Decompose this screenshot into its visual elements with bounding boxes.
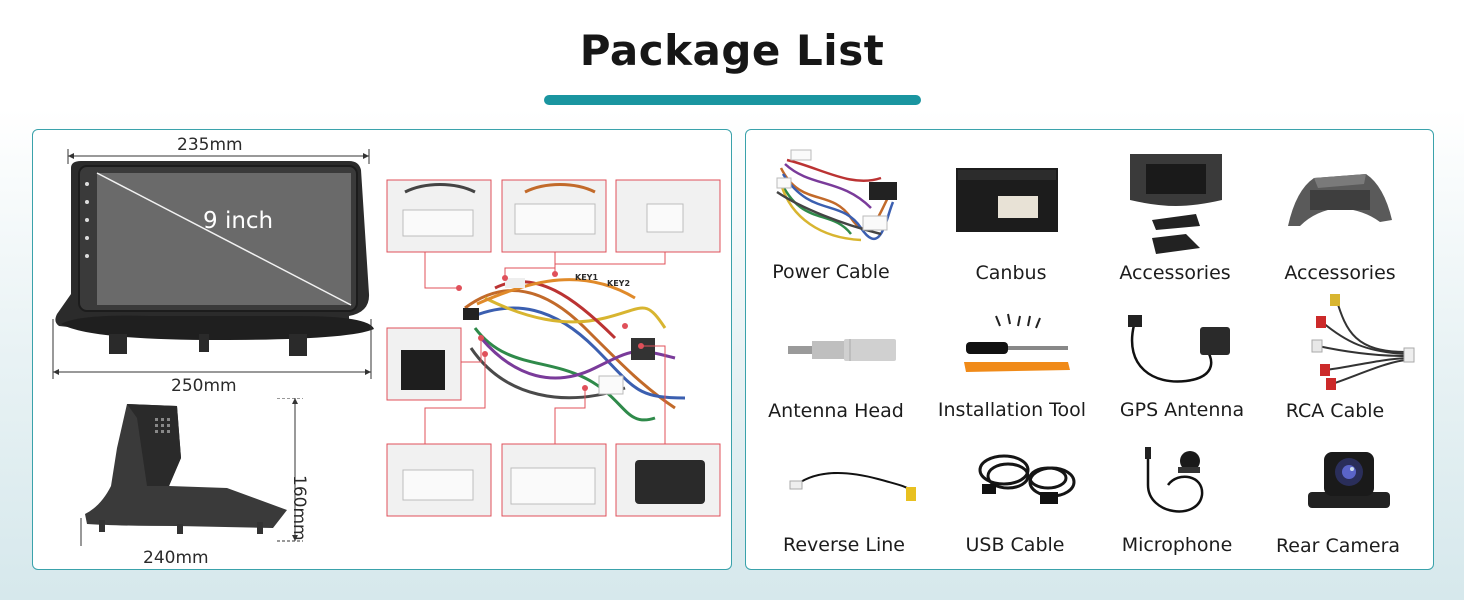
reverse-line-icon (788, 465, 918, 505)
item-label-usb-cable: USB Cable (965, 534, 1065, 556)
item-label-accessories-2: Accessories (1284, 262, 1396, 284)
side-width-label: 240mm (143, 548, 209, 568)
item-label-microphone: Microphone (1121, 534, 1233, 556)
dimension-panel: 235mm 9 inch 250mm 160mm 240mm (32, 129, 732, 570)
bottom-width-label: 250mm (171, 376, 237, 396)
usb-cable-icon (974, 448, 1080, 506)
antenna-adapter-icon (786, 335, 898, 365)
gps-antenna-icon (1124, 307, 1236, 387)
rear-camera-icon (1304, 446, 1394, 516)
head-unit-side-image (77, 398, 317, 548)
wiring-harness-image (385, 178, 725, 520)
item-label-canbus: Canbus (975, 262, 1047, 284)
side-height-label: 160mm (289, 475, 309, 541)
canbus-box-icon (954, 166, 1060, 236)
trim-frame-icon (1284, 170, 1396, 230)
item-label-reverse-line: Reverse Line (782, 534, 905, 556)
rca-cable-icon (1306, 292, 1416, 392)
item-label-rear-camera: Rear Camera (1275, 535, 1401, 557)
screen-size-label: 9 inch (203, 208, 274, 234)
item-label-rca-cable: RCA Cable (1285, 400, 1385, 422)
key2-label: KEY2 (607, 279, 631, 288)
item-label-gps-antenna: GPS Antenna (1119, 399, 1245, 421)
installation-tool-icon (958, 312, 1078, 382)
item-label-antenna-head: Antenna Head (768, 400, 904, 422)
head-unit-front-image (49, 144, 394, 394)
top-width-label: 235mm (177, 135, 243, 155)
mounting-bracket-icon (1126, 150, 1226, 260)
key1-label: KEY1 (575, 273, 599, 282)
power-cable-icon (771, 148, 901, 248)
page-title: Package List (579, 26, 885, 75)
item-label-accessories-1: Accessories (1119, 262, 1231, 284)
microphone-icon (1138, 445, 1218, 525)
item-label-power-cable: Power Cable (772, 261, 890, 283)
title-underline (544, 95, 921, 105)
item-label-installation-tool: Installation Tool (937, 399, 1087, 421)
package-items-panel: Power Cable Canbus Accessories Accessori… (745, 129, 1434, 570)
